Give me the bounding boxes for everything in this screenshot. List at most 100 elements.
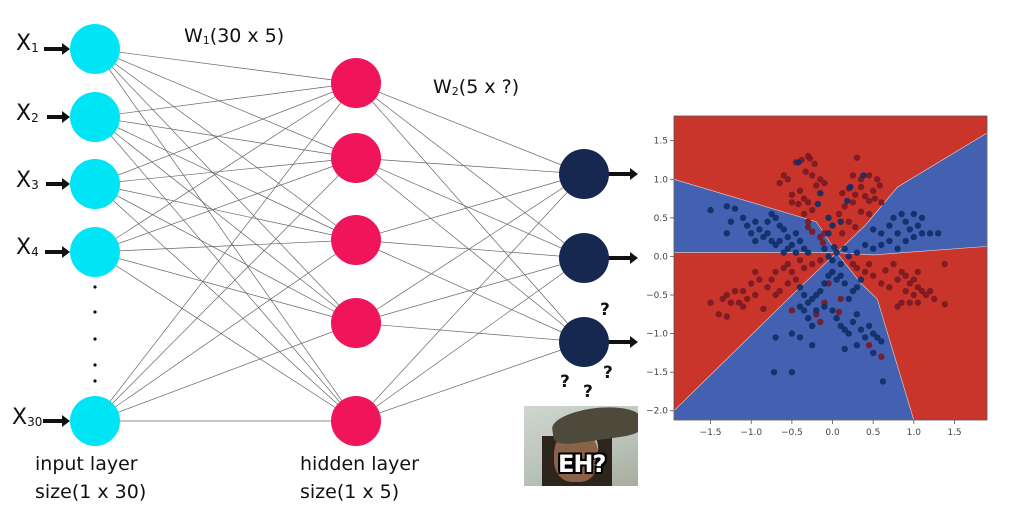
blue-point — [792, 249, 800, 256]
blue-point — [739, 214, 747, 221]
blue-point — [788, 330, 796, 337]
red-point — [715, 311, 722, 318]
x-tick-label: 1.5 — [947, 428, 961, 438]
red-point — [784, 176, 791, 183]
blue-point — [707, 206, 714, 214]
red-point — [804, 218, 812, 225]
red-point — [752, 268, 759, 276]
blue-point — [918, 214, 926, 221]
red-point — [764, 284, 771, 291]
arrow-head-icon — [62, 246, 70, 258]
weights-2-label: W2(5 x ?) — [433, 76, 519, 98]
red-point — [776, 179, 783, 187]
blue-point — [845, 295, 852, 303]
blue-point — [768, 237, 775, 245]
arrow-head-icon — [630, 252, 638, 264]
blue-point — [844, 197, 851, 205]
red-point — [874, 176, 881, 183]
y-tick-label: 0.0 — [654, 252, 669, 262]
blue-point — [870, 349, 877, 357]
blue-point — [841, 345, 848, 353]
blue-point — [800, 307, 808, 314]
weight-edge — [355, 157, 585, 343]
weight-edge — [94, 116, 357, 422]
weight-edge — [94, 157, 357, 422]
hidden-layer-caption-size: size(1 x 5) — [300, 481, 400, 503]
blue-point — [874, 334, 881, 341]
y-axis-ticks: 1.51.00.50.0−0.5−1.0−1.5−2.0 — [646, 137, 674, 417]
input-label-x1: X1 — [16, 31, 39, 56]
hidden-node — [331, 215, 381, 265]
output-node — [559, 233, 609, 283]
blue-point — [788, 241, 796, 249]
blue-point — [768, 210, 775, 218]
weight-edge — [94, 82, 357, 118]
red-point — [902, 287, 909, 295]
blue-point — [784, 233, 791, 241]
weights-label-sub: 1 — [202, 34, 210, 47]
red-point — [784, 280, 791, 287]
weight-edge — [355, 341, 585, 422]
red-point — [839, 230, 846, 237]
blue-point — [756, 226, 763, 233]
red-point — [871, 195, 878, 202]
blue-point — [849, 318, 857, 326]
red-point — [809, 172, 816, 179]
hidden-node — [331, 133, 381, 183]
red-point — [788, 307, 796, 314]
blue-point — [814, 200, 822, 208]
input-label-x4: X4 — [16, 235, 39, 260]
red-point — [719, 295, 726, 303]
blue-point — [853, 284, 861, 291]
red-point — [910, 291, 917, 299]
red-point — [796, 257, 804, 264]
ellipsis-dot — [93, 363, 97, 367]
red-point — [878, 199, 885, 206]
blue-point — [829, 307, 836, 314]
weight-edge — [355, 322, 585, 343]
blue-point — [831, 244, 838, 251]
red-point — [772, 291, 779, 299]
red-point — [760, 305, 767, 313]
input-label-main: X — [16, 101, 32, 126]
red-point — [811, 160, 818, 167]
weight-edge — [94, 82, 357, 253]
blue-point — [825, 214, 832, 221]
hidden-layer-caption-name: hidden layer — [300, 453, 419, 475]
blue-point — [821, 280, 828, 287]
weight-edge — [94, 48, 357, 241]
red-point — [870, 272, 877, 279]
red-point — [739, 303, 747, 310]
red-point — [819, 239, 826, 246]
arrow-head-icon — [62, 415, 70, 427]
blue-point — [829, 222, 836, 229]
blue-point — [849, 287, 857, 295]
red-point — [906, 280, 913, 287]
arrow-head-icon — [62, 178, 70, 190]
weight-edge — [355, 82, 585, 175]
blue-point — [825, 272, 832, 279]
blue-point — [898, 210, 905, 218]
blue-point — [886, 222, 893, 229]
blue-point — [870, 226, 877, 233]
red-point — [804, 223, 812, 231]
weight-edge — [355, 157, 585, 175]
arrow-head-icon — [62, 111, 70, 123]
red-point — [931, 295, 938, 303]
question-mark: ? — [560, 372, 570, 392]
blue-point — [821, 245, 828, 252]
red-point — [788, 268, 796, 276]
red-point — [796, 187, 804, 194]
blue-point — [833, 276, 840, 283]
blue-point — [841, 326, 848, 333]
blue-point — [926, 230, 934, 237]
blue-point — [764, 218, 771, 225]
red-point — [735, 299, 743, 306]
weight-edge — [94, 116, 357, 241]
blue-point — [837, 322, 844, 330]
output-node — [559, 317, 609, 367]
input-layer-caption-size: size(1 x 30) — [35, 481, 147, 503]
blue-point — [878, 230, 885, 237]
input-label-main: X — [12, 405, 28, 430]
